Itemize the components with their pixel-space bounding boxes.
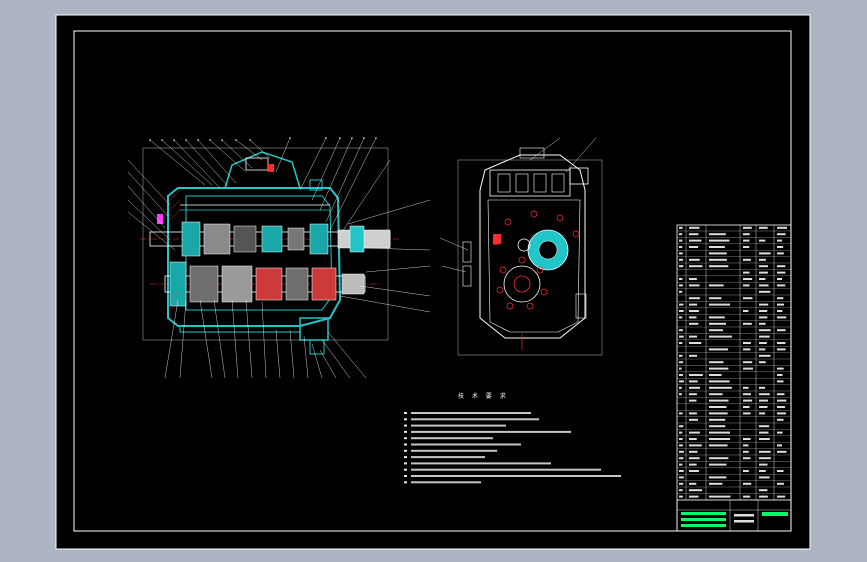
technical-notes-title: 技 术 要 求 xyxy=(458,391,509,400)
